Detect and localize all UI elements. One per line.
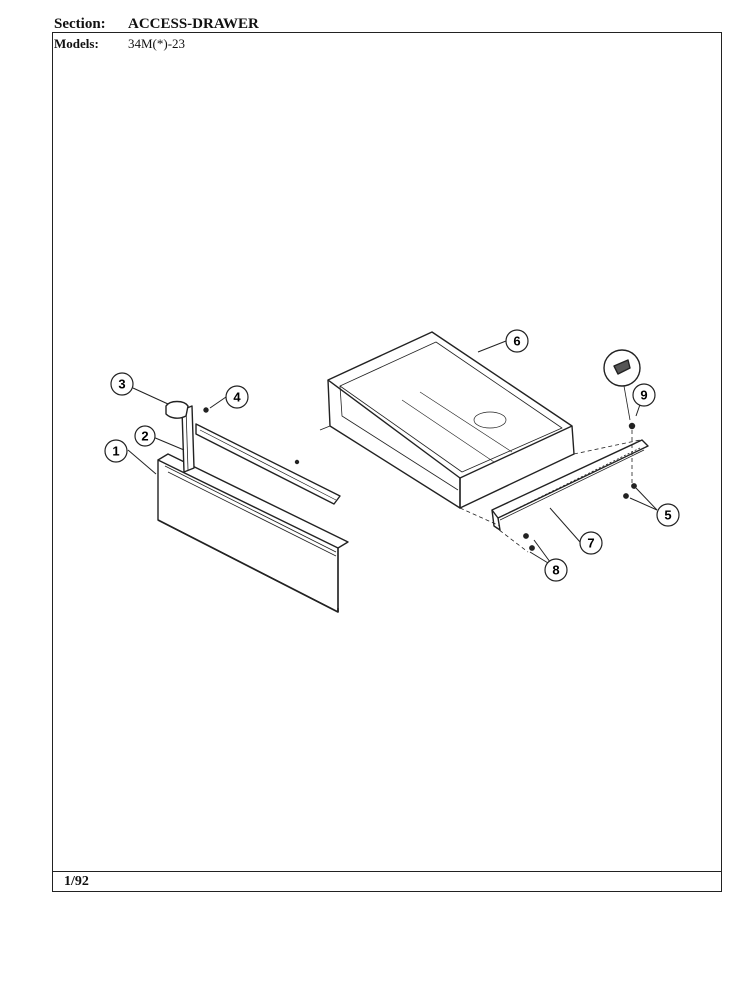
svg-text:2: 2 xyxy=(141,429,148,444)
front-panel xyxy=(157,453,349,613)
callout-7: 7 xyxy=(579,531,603,555)
models-label: Models: xyxy=(54,36,99,51)
svg-text:4: 4 xyxy=(233,390,241,405)
svg-text:3: 3 xyxy=(118,377,125,392)
svg-text:5: 5 xyxy=(664,508,671,523)
slide-rail xyxy=(491,439,649,531)
callout-8: 8 xyxy=(544,558,568,582)
svg-text:9: 9 xyxy=(640,388,647,403)
screws-lower xyxy=(523,533,535,551)
callout-6: 6 xyxy=(505,329,529,353)
svg-text:6: 6 xyxy=(513,334,520,349)
callout-9: 9 xyxy=(632,383,656,407)
callout-4: 4 xyxy=(225,385,249,409)
diagram-frame xyxy=(52,32,722,892)
footer-divider xyxy=(52,871,722,872)
footer-date: 1/92 xyxy=(64,874,89,889)
svg-text:1: 1 xyxy=(112,444,119,459)
section-title: ACCESS-DRAWER xyxy=(128,16,259,32)
alignment-lines xyxy=(459,430,641,553)
top-rail xyxy=(195,407,341,505)
callout-2: 2 xyxy=(134,425,156,447)
models-value: 34M(*)-23 xyxy=(128,36,186,51)
clip xyxy=(165,400,189,419)
side-bracket xyxy=(181,405,195,473)
fastener-inset xyxy=(603,349,641,430)
section-label: Section: xyxy=(54,16,106,32)
callout-1: 1 xyxy=(104,439,128,463)
screws xyxy=(623,483,637,499)
callout-5: 5 xyxy=(656,503,680,527)
svg-text:8: 8 xyxy=(552,563,559,578)
svg-text:7: 7 xyxy=(587,536,594,551)
callout-3: 3 xyxy=(110,372,134,396)
drawer-body xyxy=(319,331,575,509)
